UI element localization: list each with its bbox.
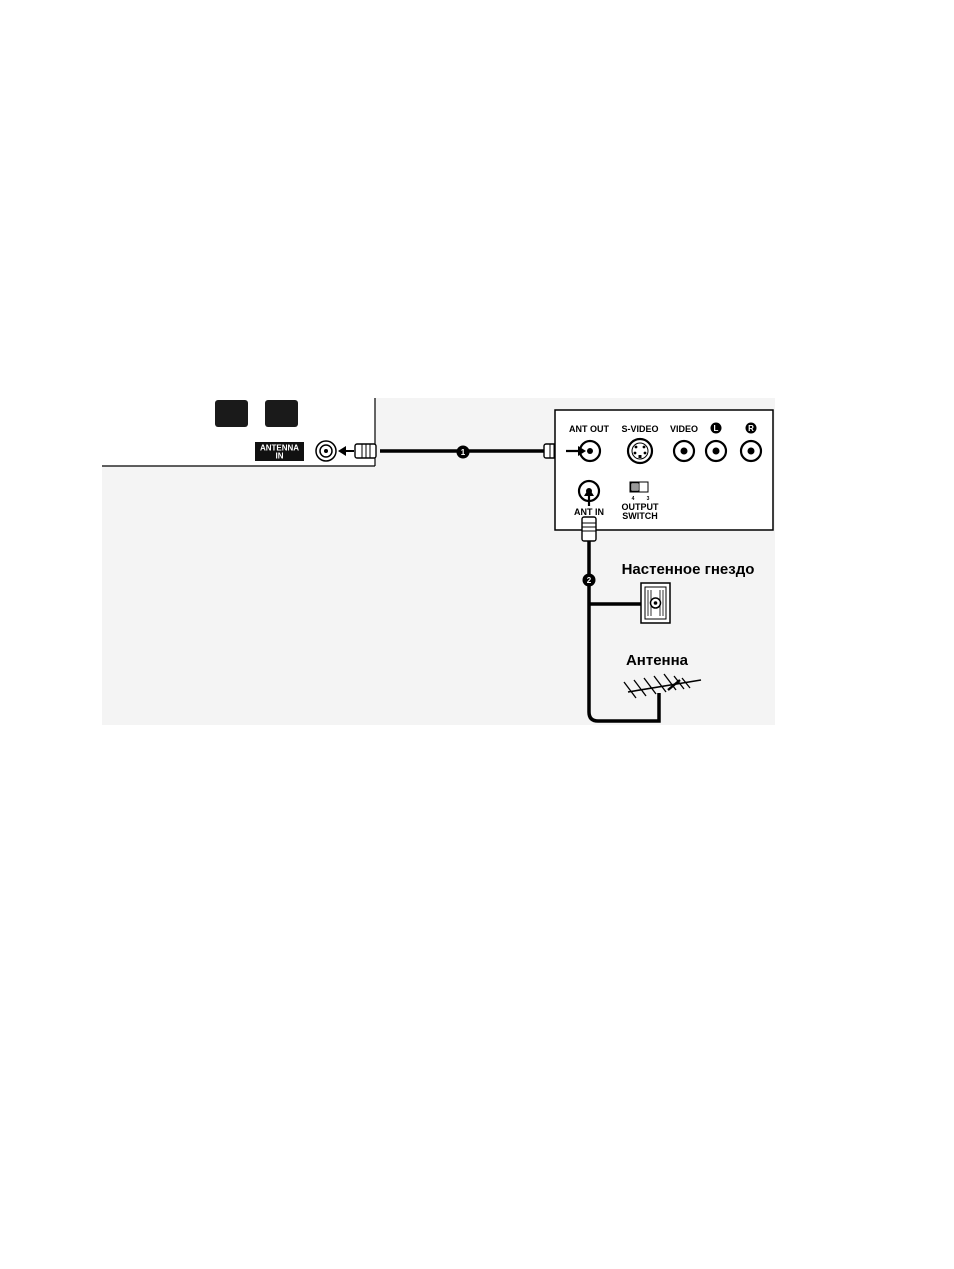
audio-left-jack bbox=[706, 441, 726, 461]
tv-antenna-jack bbox=[316, 441, 336, 461]
step-1-number: 1 bbox=[461, 448, 466, 457]
wall-socket-label: Настенное гнездо bbox=[622, 561, 755, 578]
tv-rear-panel: ANTENNA IN bbox=[102, 398, 375, 466]
tv-foot-right bbox=[265, 400, 298, 427]
audio-right-jack bbox=[741, 441, 761, 461]
output-switch bbox=[630, 482, 648, 492]
output-switch-label-line2: SWITCH bbox=[622, 511, 658, 521]
audio-right-label: R bbox=[748, 424, 754, 433]
antenna-in-label-line2: IN bbox=[276, 452, 284, 461]
audio-left-label: L bbox=[714, 424, 719, 433]
antenna-label: Антенна bbox=[626, 652, 689, 669]
vcr-rear-panel: ANT OUT S-VIDEO VIDEO L R bbox=[555, 410, 773, 530]
s-video-label: S-VIDEO bbox=[621, 424, 658, 434]
video-jack bbox=[674, 441, 694, 461]
ant-in-label: ANT IN bbox=[574, 507, 604, 517]
cable-2-plug bbox=[582, 517, 596, 541]
s-video-jack bbox=[628, 439, 652, 463]
video-label: VIDEO bbox=[670, 424, 698, 434]
step-2-number: 2 bbox=[587, 576, 592, 585]
wall-socket-icon bbox=[641, 583, 670, 623]
tv-foot-left bbox=[215, 400, 248, 427]
ant-out-label: ANT OUT bbox=[569, 424, 609, 434]
